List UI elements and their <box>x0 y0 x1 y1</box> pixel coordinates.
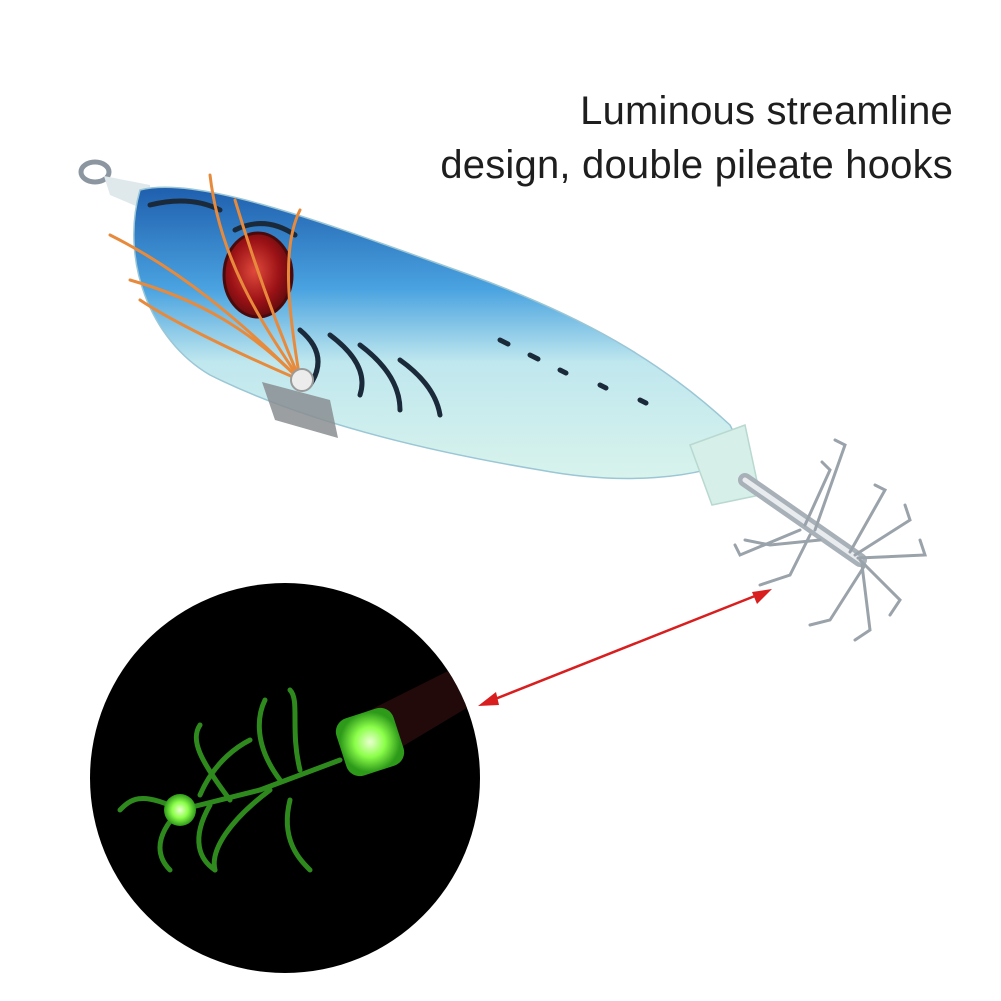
squid-jig-lure <box>78 159 928 642</box>
feather-bead <box>290 368 314 392</box>
caption-line-2: design, double pileate hooks <box>440 143 953 187</box>
sinker-fin <box>262 382 338 438</box>
glow-collar <box>335 707 405 777</box>
lure-body <box>133 186 746 480</box>
feature-caption: Luminous streamline design, double pilea… <box>440 84 953 192</box>
feathers <box>108 173 302 382</box>
double-headed-arrow <box>478 589 772 706</box>
body-pattern <box>147 198 649 418</box>
line-eye <box>78 159 112 185</box>
glow-in-dark-closeup <box>90 583 480 973</box>
hook-crowns <box>733 438 928 642</box>
glow-hook-tip <box>164 794 196 826</box>
caption-line-1: Luminous streamline <box>580 89 953 133</box>
